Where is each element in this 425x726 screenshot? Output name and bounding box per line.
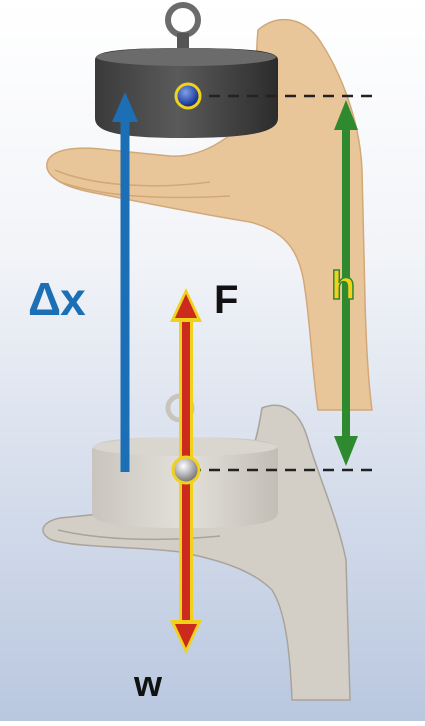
force-label: F [214, 280, 238, 320]
gray-sphere-icon [173, 457, 199, 483]
weight-label: w [134, 666, 162, 702]
blue-sphere-icon [176, 84, 200, 108]
delta-x-label: Δx [28, 276, 85, 322]
height-label: h [331, 266, 355, 306]
